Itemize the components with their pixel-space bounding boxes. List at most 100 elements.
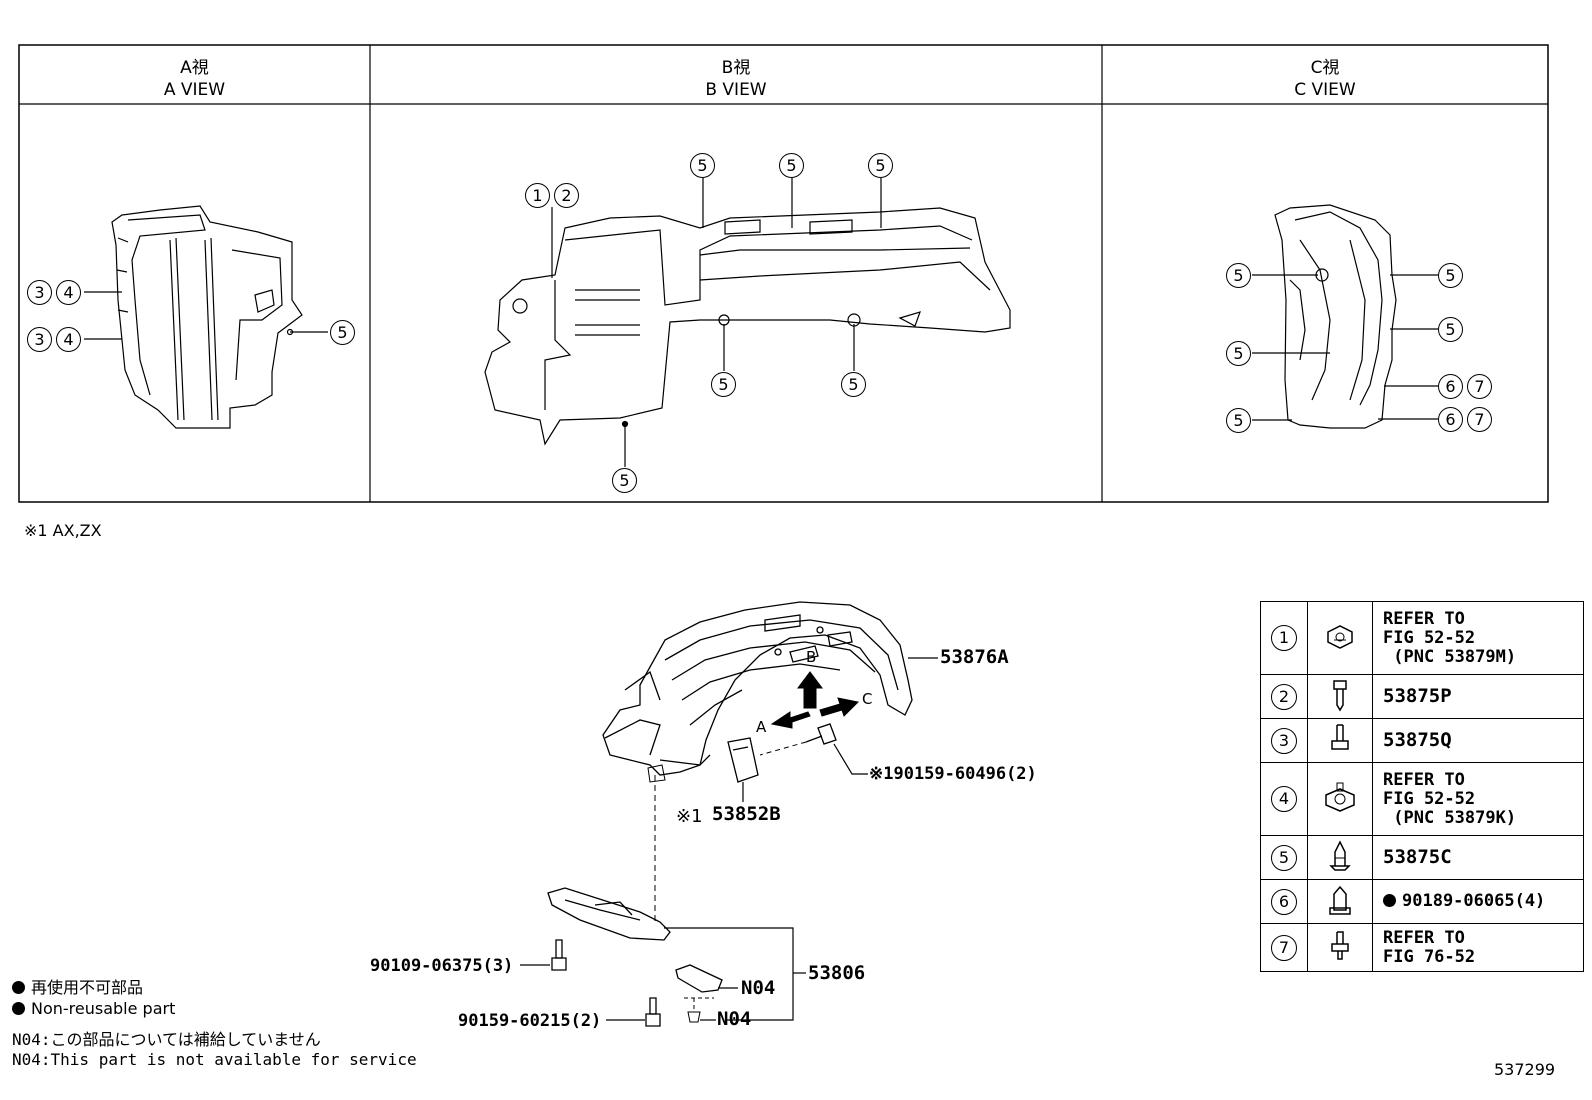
b-view-header: B視 B VIEW [370, 57, 1102, 101]
table-row: 6 90189-06065(4) [1260, 879, 1584, 924]
row-line: REFER TO [1383, 769, 1465, 790]
row-number: 1 [1271, 625, 1297, 651]
legend-n04-en: N04:This part is not available for servi… [12, 1050, 417, 1069]
part-53806-label: 53806 [808, 962, 866, 984]
c-view-liner-drawing [1274, 204, 1397, 429]
b-view-title-en: B VIEW [705, 80, 767, 100]
screw-icon [1331, 930, 1349, 960]
row-number: 4 [1271, 786, 1297, 812]
row-line: REFER TO [1383, 608, 1465, 629]
views-frame [18, 44, 1549, 503]
table-row: 7 REFER TO FIG 76-52 [1260, 923, 1584, 972]
arrow-b-label: B [806, 648, 817, 666]
row-number: 7 [1271, 934, 1297, 961]
callout-2: 2 [554, 183, 579, 208]
row-text: 53875P [1372, 674, 1584, 719]
seal-drawing [727, 737, 759, 783]
bolt-drawing [551, 939, 661, 1027]
row-text: REFER TO FIG 76-52 [1372, 923, 1584, 972]
callout-4: 4 [56, 327, 81, 352]
callout-1: 1 [525, 183, 550, 208]
non-reusable-dot-icon [12, 1002, 25, 1015]
row-line: 53875C [1383, 846, 1452, 868]
callout-3: 3 [27, 280, 52, 305]
part-53876a-label: 53876A [940, 646, 1009, 668]
screw-icon [1333, 679, 1347, 711]
c-view-title-en: C VIEW [1294, 80, 1356, 100]
row-line: (PNC 53879K) [1383, 807, 1517, 828]
table-row: 5 53875C [1260, 835, 1584, 880]
row-line: (PNC 53879M) [1383, 646, 1517, 667]
row-line: FIG 52-52 [1383, 627, 1476, 648]
row-line: 90189-06065(4) [1402, 891, 1546, 911]
arrow-a-label: A [756, 718, 767, 736]
push-clip-icon [1329, 839, 1351, 871]
table-row: 2 53875P [1260, 674, 1584, 719]
fastener-table: 1 REFER TO FIG 52-52 (PNC 53879M) 2 5387… [1260, 601, 1584, 972]
row-line: FIG 76-52 [1383, 946, 1476, 967]
under-cover-drawing [547, 887, 671, 941]
a-view-header: A視 A VIEW [19, 57, 370, 101]
non-reusable-dot-icon [1383, 894, 1396, 907]
non-reusable-dot-icon [12, 981, 25, 994]
clip-nut-icon [1325, 782, 1355, 812]
table-row: 1 REFER TO FIG 52-52 (PNC 53879M) [1260, 601, 1584, 675]
c-view-title-jp: C視 [1310, 58, 1340, 78]
callout-7: 7 [1467, 374, 1492, 399]
callout-5: 5 [841, 372, 866, 397]
part-n04-label: N04 [741, 977, 776, 999]
bracket-drawing [675, 964, 723, 993]
row-number: 5 [1271, 844, 1297, 871]
callout-5: 5 [711, 372, 736, 397]
part-53852b-label: 53852B [712, 803, 781, 825]
part-seal-prefix: ※1 [676, 806, 703, 827]
callout-4: 4 [56, 280, 81, 305]
row-text: REFER TO FIG 52-52 (PNC 53879K) [1372, 762, 1584, 836]
callout-5: 5 [690, 153, 715, 178]
figure-id: 537299 [1494, 1060, 1556, 1079]
row-text: REFER TO FIG 52-52 (PNC 53879M) [1372, 601, 1584, 675]
callout-3: 3 [27, 327, 52, 352]
callout-5: 5 [1226, 263, 1251, 288]
row-number: 6 [1271, 888, 1297, 915]
clip-nut-icon [1327, 625, 1353, 649]
legend-nonreusable-en: Non-reusable part [12, 999, 175, 1018]
callout-5: 5 [330, 320, 355, 345]
c-view-header: C視 C VIEW [1102, 57, 1548, 101]
row-number: 3 [1271, 727, 1297, 754]
row-text: 53875C [1372, 835, 1584, 880]
callout-5: 5 [612, 468, 637, 493]
callout-7: 7 [1467, 407, 1492, 432]
row-line: REFER TO [1383, 927, 1465, 948]
exploded-diagram [520, 601, 938, 1027]
part-bolt-bottom-label: 90159-60215(2) [458, 1011, 602, 1031]
a-view-liner-drawing [111, 205, 303, 429]
row-line: 53875Q [1383, 729, 1452, 751]
fender-liner-drawing [602, 601, 913, 776]
legend-text: Non-reusable part [31, 999, 176, 1018]
legend-nonreusable-jp: 再使用不可部品 [12, 974, 143, 998]
row-text: 90189-06065(4) [1372, 879, 1584, 924]
part-n04-label: N04 [717, 1008, 752, 1030]
row-number: 2 [1271, 683, 1297, 710]
row-text: 53875Q [1372, 718, 1584, 763]
callout-5: 5 [1226, 408, 1251, 433]
part-screw-right-label: ※190159-60496(2) [869, 764, 1037, 784]
applicability-note: ※1 AX,ZX [24, 521, 102, 540]
row-line: 53875P [1383, 685, 1452, 707]
callout-5: 5 [1226, 341, 1251, 366]
legend-n04-jp: N04:この部品については補給していません [12, 1030, 321, 1049]
callout-5: 5 [1438, 263, 1463, 288]
nut-icon [1329, 885, 1351, 915]
callout-6: 6 [1438, 374, 1463, 399]
table-row: 4 REFER TO FIG 52-52 (PNC 53879K) [1260, 762, 1584, 836]
screw-drawing [805, 723, 837, 745]
a-view-title-en: A VIEW [163, 80, 226, 100]
callout-5: 5 [1438, 317, 1463, 342]
part-bolt-left-label: 90109-06375(3) [370, 956, 514, 976]
legend-text: 再使用不可部品 [31, 978, 144, 997]
direction-arrows [770, 671, 860, 729]
row-line: FIG 52-52 [1383, 788, 1476, 809]
screw-icon [1331, 723, 1349, 750]
table-row: 3 53875Q [1260, 718, 1584, 763]
